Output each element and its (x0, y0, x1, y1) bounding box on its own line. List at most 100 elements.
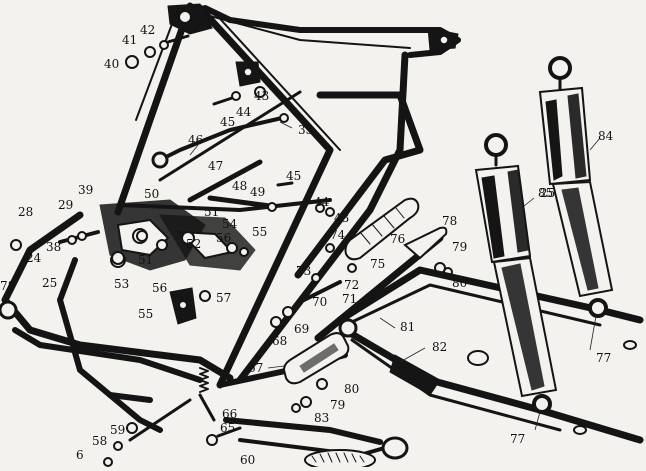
part-number-label: 60 (240, 453, 255, 467)
part-number-label: 69 (294, 322, 309, 336)
nut (311, 273, 321, 283)
leader-lines (189, 121, 601, 431)
part-number-label: 82 (432, 340, 447, 354)
frame-top-rail-inner (209, 15, 411, 49)
nut (156, 239, 168, 251)
part-number-label: 81 (400, 320, 415, 334)
part-number-label: 75 (370, 257, 385, 271)
leader-line (589, 137, 601, 151)
part-number-label: 85 (538, 186, 553, 200)
swing-arm-lower (341, 326, 644, 444)
part-number-label: 50 (144, 187, 159, 201)
part-number-label: 66 (222, 407, 237, 421)
part-number-label: 83 (314, 411, 329, 425)
washer (270, 316, 282, 328)
washer (325, 243, 335, 253)
part-number-label: 44 (236, 105, 252, 119)
washer (113, 441, 123, 451)
part-number-label: 25 (42, 276, 57, 290)
leader-line (534, 411, 541, 431)
washer (291, 403, 301, 413)
pedal-pivot (381, 436, 409, 460)
part-number-label: 51 (138, 253, 153, 267)
nut (206, 434, 218, 446)
shock-bottom-eye (532, 394, 552, 414)
part-number-label: 80 (452, 276, 467, 290)
bolt-head (136, 230, 148, 242)
part-number-label: 25 (540, 186, 555, 200)
part-number-label: 38 (46, 240, 61, 254)
pedal-pad-ribs (311, 452, 365, 463)
shock-top-eye (548, 56, 572, 80)
frame-footrest-bar (12, 327, 203, 383)
rubber-shading (299, 343, 339, 373)
part-number-label: 76 (390, 232, 405, 246)
leader-line (589, 315, 597, 351)
frame-front-tube-inner (135, 7, 179, 121)
part-number-label: 72 (344, 278, 359, 292)
seat-bracket-hole (243, 67, 253, 77)
bolt (276, 181, 294, 187)
footrest-bar-end (403, 226, 448, 260)
brake-pedal-arm (223, 417, 383, 445)
nut (325, 207, 335, 217)
frame-seat-tube (294, 91, 424, 279)
bolt (166, 34, 190, 44)
part-number-label: 49 (250, 185, 265, 199)
part-number-label: 56 (216, 231, 231, 245)
rubber-ribs (359, 207, 405, 245)
nut (316, 378, 328, 390)
part-number-label: 77 (510, 432, 525, 446)
nut (67, 235, 77, 245)
leader-line (379, 317, 396, 329)
swing-arm-upper-inner (350, 283, 602, 327)
part-number-label: 53 (114, 277, 129, 291)
spindle (207, 195, 273, 209)
leader-line (189, 144, 199, 156)
part-number-label: 71 (342, 292, 357, 306)
leader-line (279, 121, 293, 129)
spring-stud (198, 393, 216, 422)
leader-line (523, 197, 535, 207)
part-number-label: 79 (330, 398, 345, 412)
part-number-label: 55 (252, 225, 267, 239)
washer (77, 231, 87, 241)
part-number-label: 46 (188, 133, 203, 147)
nut (111, 251, 125, 265)
part-number-label: 24 (26, 251, 42, 265)
washer (231, 91, 241, 101)
long-bolt (187, 159, 263, 203)
tail-bracket-hole (439, 35, 449, 45)
part-number-label: 45 (220, 115, 235, 129)
nut (347, 263, 357, 273)
nut (199, 290, 211, 302)
part-number-label: 65 (220, 421, 235, 435)
frame-top-rail (202, 5, 461, 58)
top-brackets (167, 3, 459, 87)
part-number-label: 73 (296, 264, 311, 278)
part-number-label: 78 (0, 279, 15, 293)
part-number-label: 70 (312, 295, 327, 309)
shock-shroud-shade (507, 169, 529, 253)
part-number-label: 40 (104, 57, 119, 71)
swinging-arm (336, 266, 644, 444)
part-number-label: 28 (18, 205, 33, 219)
rod-end (279, 113, 289, 123)
part-number-label: 52 (186, 237, 201, 251)
part-number-label: 68 (272, 334, 287, 348)
nut (125, 55, 139, 69)
part-number-label: 45 (286, 169, 301, 183)
washer (239, 247, 249, 257)
shock-lower-shade (561, 187, 599, 291)
leader-line (267, 365, 285, 369)
part-number-label: 29 (58, 198, 73, 212)
stud (298, 280, 342, 304)
shock-lower-shade (501, 263, 545, 391)
part-number-label: 43 (254, 89, 269, 103)
part-number-label: 51 (204, 205, 219, 219)
part-number-label: 58 (92, 434, 107, 448)
part-number-label: 78 (442, 214, 457, 228)
hardware (0, 34, 453, 422)
nut (126, 422, 138, 434)
